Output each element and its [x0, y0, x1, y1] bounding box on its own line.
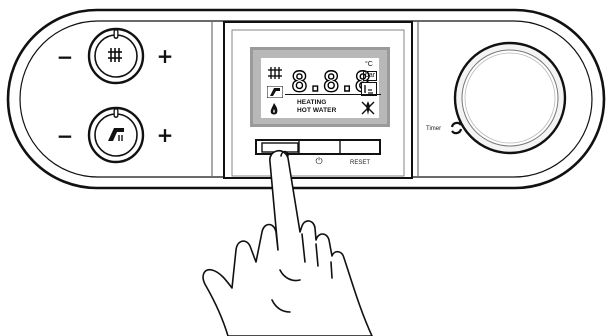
- boiler-control-panel: − + − +: [0, 0, 612, 336]
- hand-illustration: [0, 0, 612, 336]
